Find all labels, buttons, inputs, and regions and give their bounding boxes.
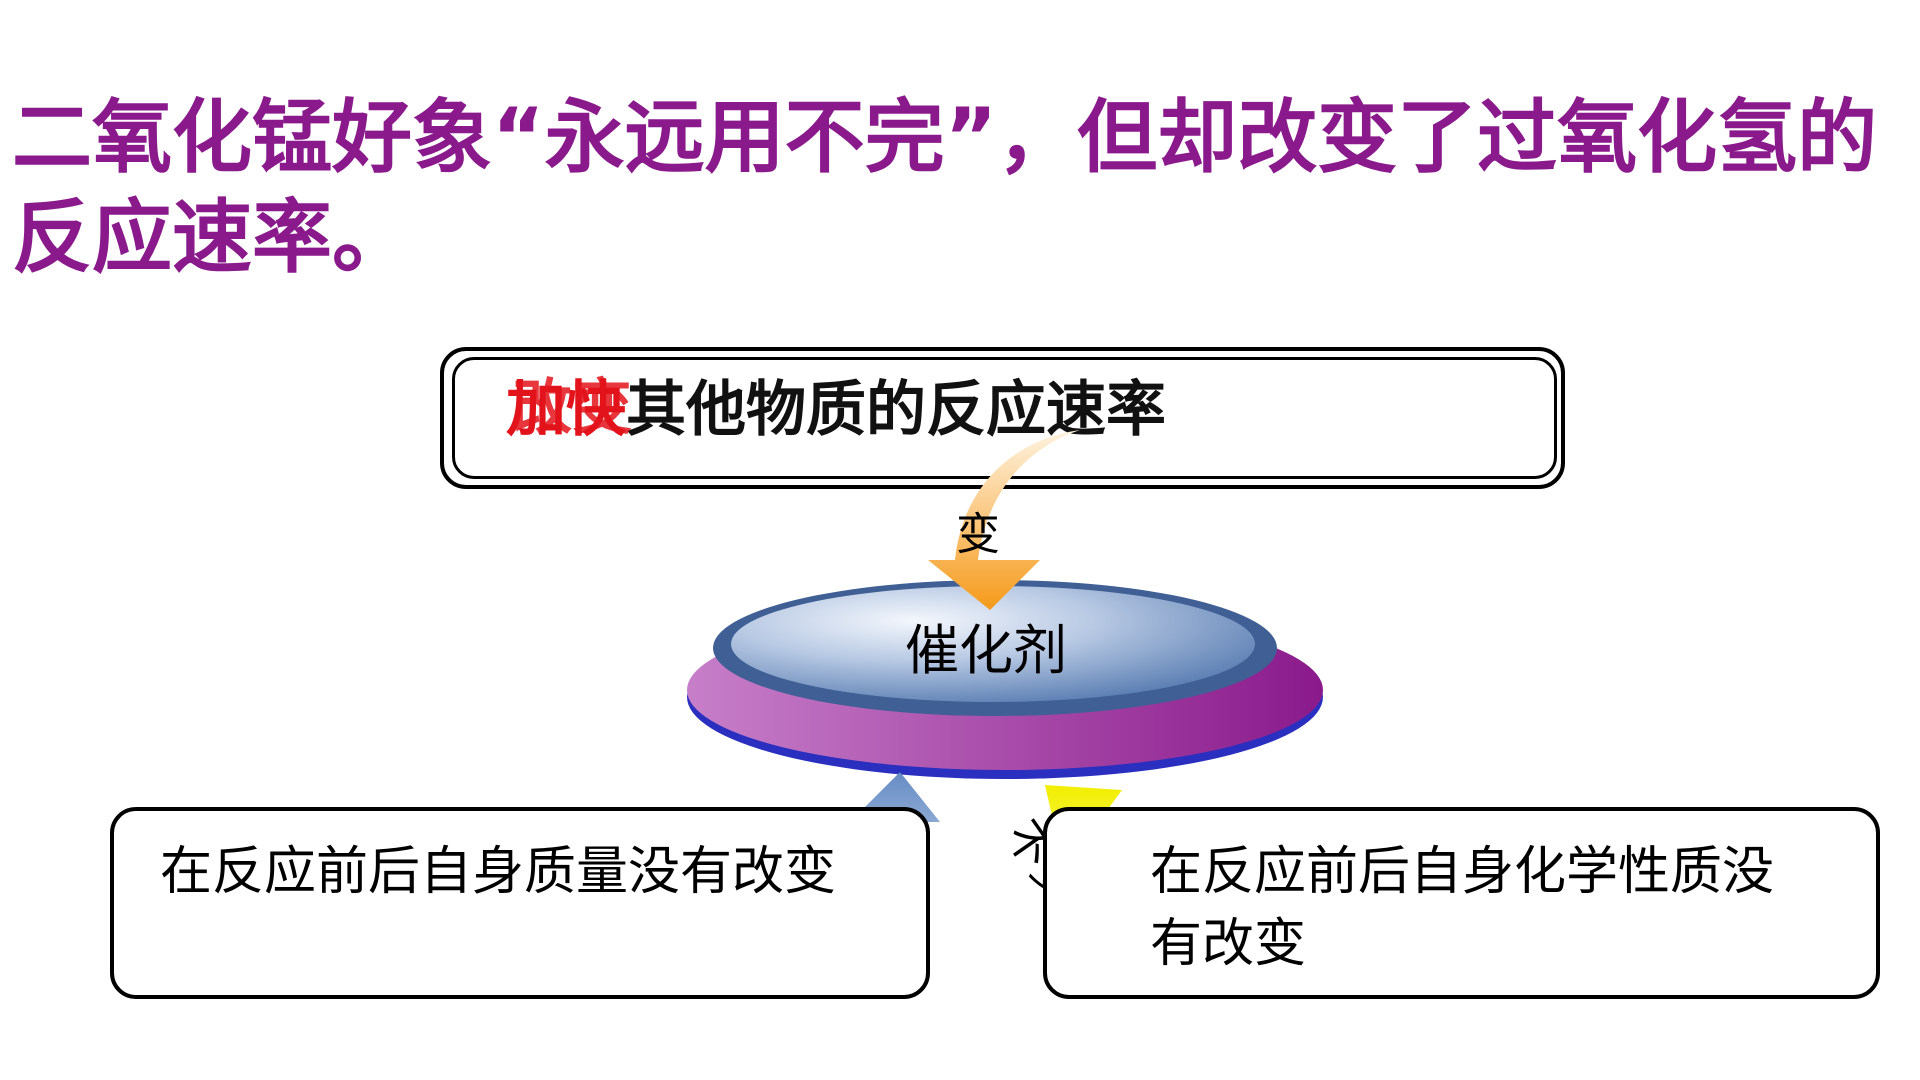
change-arrow-label: 变 [956, 509, 1000, 560]
effect-text: 加快改变其他物质的反应速率 [506, 370, 1166, 450]
property-unchanged-text: 在反应前后自身化学性质没有改变 [1150, 842, 1775, 974]
change-arrow [928, 430, 1080, 610]
effect-suffix: 其他物质的反应速率 [626, 375, 1166, 445]
slide-title: 二氧化锰好象“永远用不完”，但却改变了过氧化氢的反应速率。 [12, 91, 1878, 284]
catalyst-disc [687, 580, 1323, 779]
catalyst-label: 催化剂 [905, 619, 1067, 682]
effect-prefix-speed-up: 加快 [506, 375, 626, 445]
effect-prefix-change: 改变 [512, 373, 632, 443]
property-unchanged-box [1043, 807, 1880, 999]
mass-unchanged-box [110, 807, 930, 999]
mass-unchanged-text: 在反应前后自身质量没有改变 [160, 842, 837, 902]
